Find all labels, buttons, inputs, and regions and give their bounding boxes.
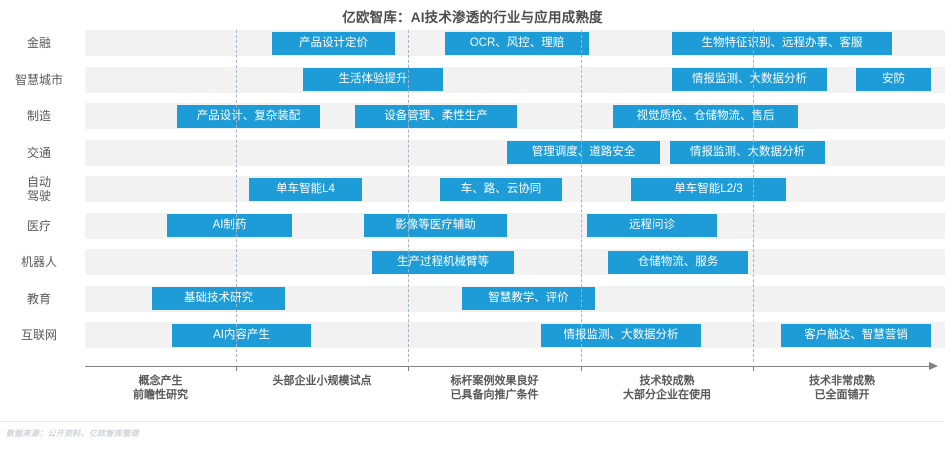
row-band [85,249,945,275]
row-label-医疗: 医疗 [26,218,51,233]
gridline-3 [581,30,582,362]
bar-item[interactable]: 生活体验提升 [303,68,443,91]
axis-tick-4 [753,366,754,371]
bar-item[interactable]: 视觉质检、仓储物流、售后 [613,104,798,128]
bar-item[interactable]: 仓储物流、服务 [608,250,748,274]
bar-item[interactable]: 车、路、云协同 [440,177,562,201]
bar-item[interactable]: 智慧教学、评价 [462,287,595,310]
axis-tick-2 [408,366,409,371]
bar-item[interactable]: 生物特征识别、远程办事、客服 [672,31,892,55]
x-axis-line [85,366,931,367]
stage-label-4: 技术较成熟大部分企业在使用 [623,375,711,401]
row-label-自动驾驶: 自动驾驶 [26,175,51,203]
row-label-教育: 教育 [26,291,51,306]
bar-item[interactable]: OCR、风控、理赔 [445,31,589,55]
row-label-制造: 制造 [26,109,51,123]
page-title: 亿欧智库：AI技术渗透的行业与应用成熟度 [342,10,603,25]
axis-tick-1 [236,366,237,371]
bar-item[interactable]: 产品设计定价 [272,31,395,55]
bar-item[interactable]: 客户触达、智慧营销 [781,323,931,347]
bar-item[interactable]: 安防 [856,68,931,91]
bar-item[interactable]: 情报监测、大数据分析 [541,323,701,347]
stage-label-5: 技术非常成熟已全面铺开 [809,375,875,401]
x-axis-arrow-icon [929,361,938,370]
row-label-互联网: 互联网 [20,328,57,342]
stage-label-2: 头部企业小规模试点 [272,375,372,387]
stage-label-1: 概念产生前瞻性研究 [133,375,188,401]
bar-item[interactable]: 生产过程机械臂等 [372,250,514,274]
bar-item[interactable]: AI内容产生 [172,323,311,347]
footer-divider [0,421,945,422]
gridline-4 [753,30,754,362]
bar-item[interactable]: 单车智能L4 [249,177,362,201]
gridline-1 [236,30,237,362]
bar-item[interactable]: 情报监测、大数据分析 [672,68,827,91]
bar-item[interactable]: 管理调度、道路安全 [507,141,660,164]
bar-item[interactable]: 基础技术研究 [152,287,285,310]
bar-item[interactable]: 远程问诊 [587,214,717,237]
row-label-交通: 交通 [26,145,51,160]
gridline-2 [408,30,409,362]
bar-item[interactable]: 情报监测、大数据分析 [670,141,825,164]
source-note: 数据来源：公开资料、亿欧智库整理 [6,429,139,438]
axis-tick-3 [581,366,582,371]
bar-item[interactable]: 设备管理、柔性生产 [355,104,517,128]
row-label-智慧城市: 智慧城市 [14,72,63,87]
bar-item[interactable]: 影像等医疗辅助 [364,214,507,237]
row-label-金融: 金融 [26,36,51,50]
bar-item[interactable]: 单车智能L2/3 [631,177,786,201]
row-label-机器人: 机器人 [20,255,57,269]
bar-item[interactable]: 产品设计、复杂装配 [177,104,320,128]
bar-item[interactable]: AI制药 [167,214,292,237]
stage-label-3: 标杆案例效果良好已具备向推广条件 [450,375,539,401]
